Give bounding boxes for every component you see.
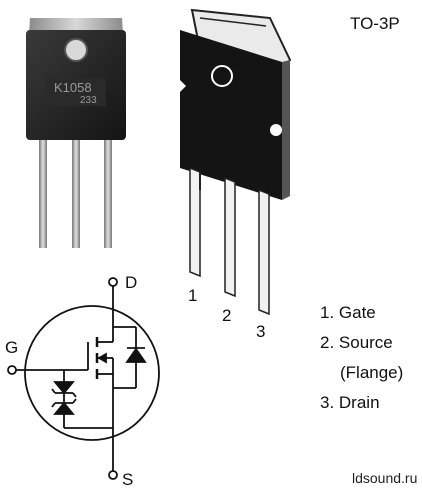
part-sub-marking: 233	[80, 95, 97, 106]
terminal-gate-label: G	[5, 338, 19, 357]
terminal-source-label: S	[122, 470, 134, 489]
pin-number-2: 2	[222, 306, 232, 325]
pin-list-item-gate: 1. Gate	[320, 303, 376, 322]
pin-list-item-drain: 3. Drain	[320, 393, 380, 412]
terminal-drain-label: D	[125, 273, 138, 292]
component-drawing	[180, 8, 292, 316]
website-label: ldsound.ru	[352, 470, 418, 486]
mosfet-schematic	[7, 277, 160, 480]
schematic-circle	[24, 305, 160, 441]
package-label: TO-3P	[350, 14, 400, 33]
part-marking: K1058	[54, 80, 92, 95]
pin-number-1: 1	[188, 286, 198, 305]
pin-number-3: 3	[256, 322, 266, 341]
pin-list: 1. Gate 2. Source (Flange) 3. Drain	[320, 298, 403, 418]
pin-list-item-source: 2. Source	[320, 333, 393, 352]
pin-list-item-flange: (Flange)	[340, 363, 404, 382]
